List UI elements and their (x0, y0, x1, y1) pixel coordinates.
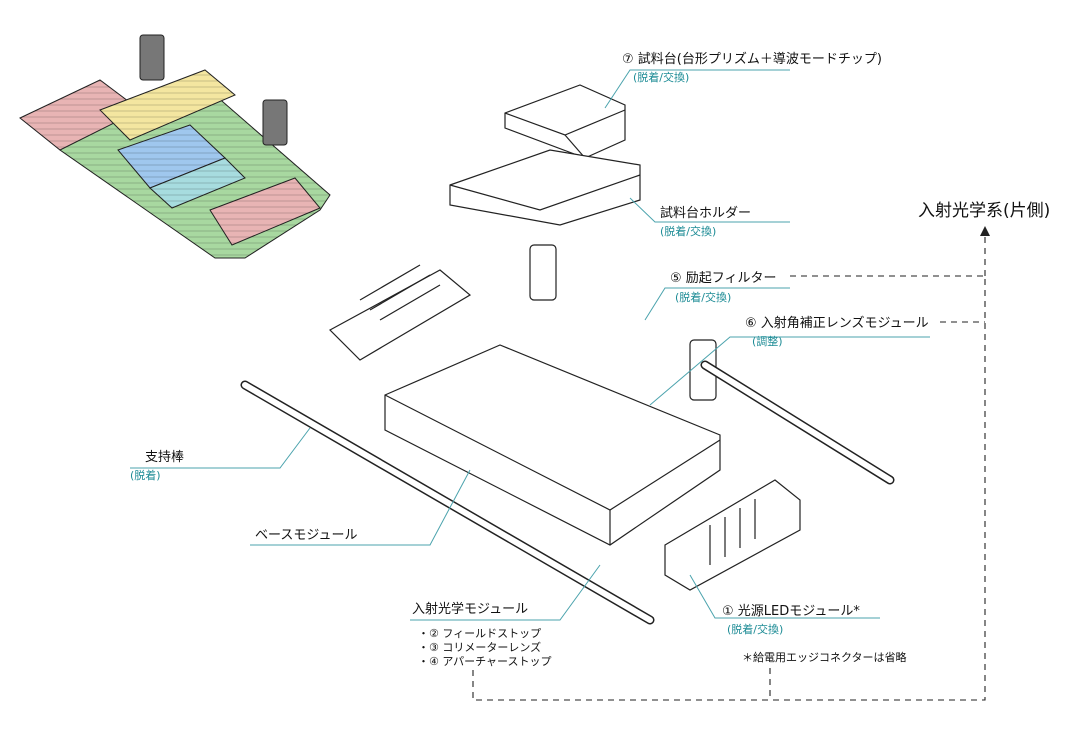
angle-lens-module-sublabel: (調整) (752, 335, 783, 348)
angle-lens-module-label: ⑥ 入射角補正レンズモジュール (745, 316, 929, 331)
incident-item-collimator: ・③ コリメーターレンズ (418, 641, 542, 654)
led-module-sublabel: (脱着/交換) (727, 623, 784, 636)
footnote: ＊給電用エッジコネクターは省略 (742, 651, 907, 664)
incident-optics-dashed (472, 235, 986, 701)
incident-item-aperture-stop: ・④ アパーチャーストップ (418, 655, 552, 668)
leader-led-module (689, 574, 880, 619)
left-heatsink-module (329, 269, 472, 361)
leader-support-rod (130, 427, 311, 469)
leader-lines (130, 69, 930, 621)
micrometer-left (529, 244, 557, 301)
incident-item-field-stop: ・② フィールドストップ (418, 627, 542, 640)
arrow-up-icon (980, 226, 990, 236)
leader-incident-module (410, 564, 601, 621)
exploded-parts (240, 84, 895, 625)
leader-sample-stage (604, 69, 790, 109)
led-module-part (664, 479, 801, 591)
excitation-filter-sublabel: (脱着/交換) (675, 291, 732, 304)
base-module-label: ベースモジュール (255, 528, 358, 543)
stage-holder-sublabel: (脱着/交換) (660, 225, 717, 238)
sample-stage-sublabel: (脱着/交換) (633, 71, 690, 84)
incident-optics-label: 入射光学系(片側) (918, 201, 1051, 221)
excitation-filter-label: ⑤ 励起フィルター (670, 271, 777, 286)
base-module-part (384, 344, 721, 546)
leader-angle-lens (649, 336, 930, 406)
led-module-label: ① 光源LEDモジュール* (722, 604, 860, 619)
leader-stage-holder (629, 197, 790, 223)
support-rod-label: 支持棒 (145, 450, 185, 465)
assembled-view (19, 34, 331, 259)
assembled-micrometer-right (262, 99, 288, 146)
incident-module-label: 入射光学モジュール (412, 602, 529, 617)
sample-stage-prism (504, 84, 626, 159)
support-rod-sublabel: (脱着) (130, 469, 161, 482)
stage-holder-label: 試料台ホルダー (660, 206, 752, 221)
sample-stage-label: ⑦ 試料台(台形プリズム＋導波モードチップ) (622, 52, 882, 67)
leader-excitation-filter (644, 287, 790, 321)
assembled-micrometer-left (139, 34, 165, 81)
stage-holder-part (449, 149, 641, 226)
leader-base-module (250, 469, 471, 546)
